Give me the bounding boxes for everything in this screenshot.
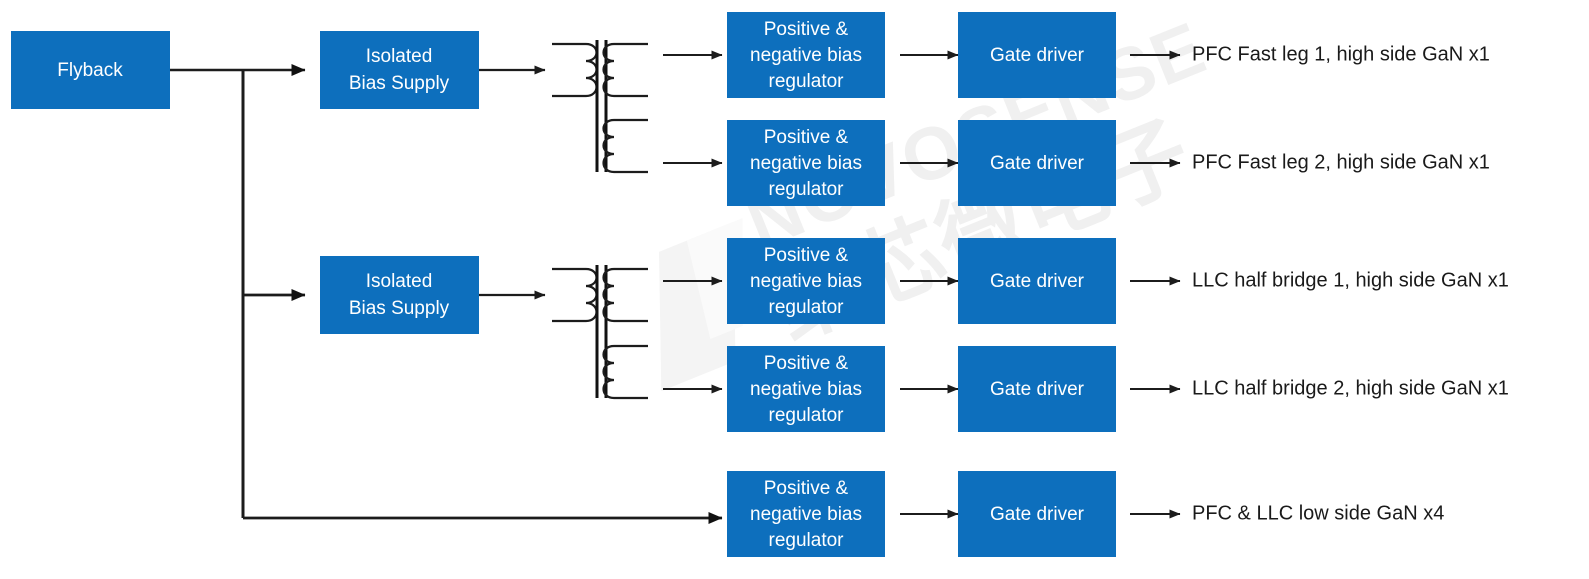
transformer-1-icon [552, 40, 648, 174]
block-gate-driver-4[interactable]: Gate driver [958, 346, 1116, 432]
block-gate-driver-1[interactable]: Gate driver [958, 12, 1116, 98]
block-gate-driver-1-label: Gate driver [990, 45, 1085, 66]
block-isolated-bias-supply-2-line1: Isolated [366, 271, 433, 292]
block-gate-driver-2[interactable]: Gate driver [958, 120, 1116, 206]
block-isolated-bias-supply-2-line2: Bias Supply [349, 298, 450, 319]
block-regulator-2[interactable]: Positive & negative bias regulator [727, 120, 885, 206]
block-flyback[interactable]: Flyback [11, 31, 170, 109]
block-regulator-1-line2: negative bias [750, 45, 862, 66]
row-4-group: Positive & negative bias regulator Gate … [727, 346, 1509, 432]
block-gate-driver-2-label: Gate driver [990, 153, 1085, 174]
row-1-group: Positive & negative bias regulator Gate … [727, 12, 1490, 98]
block-isolated-bias-supply-1-line2: Bias Supply [349, 73, 450, 94]
output-label-4: LLC half bridge 2, high side GaN x1 [1192, 377, 1509, 399]
block-regulator-2-line1: Positive & [764, 127, 849, 148]
block-isolated-bias-supply-1[interactable]: Isolated Bias Supply [320, 31, 479, 109]
row-2-group: Positive & negative bias regulator Gate … [727, 120, 1490, 206]
block-regulator-3-line2: negative bias [750, 271, 862, 292]
block-gate-driver-5[interactable]: Gate driver [958, 471, 1116, 557]
block-gate-driver-3-label: Gate driver [990, 271, 1085, 292]
block-regulator-5-line2: negative bias [750, 504, 862, 525]
transformer-2-icon [552, 265, 648, 400]
block-flyback-label: Flyback [57, 60, 123, 81]
block-isolated-bias-supply-1-line1: Isolated [366, 46, 433, 67]
block-regulator-4-line1: Positive & [764, 353, 849, 374]
block-regulator-1[interactable]: Positive & negative bias regulator [727, 12, 885, 98]
block-gate-driver-4-label: Gate driver [990, 379, 1085, 400]
block-regulator-4[interactable]: Positive & negative bias regulator [727, 346, 885, 432]
block-regulator-5-line3: regulator [769, 530, 845, 551]
row-5-group: Positive & negative bias regulator Gate … [727, 471, 1444, 557]
block-regulator-2-line3: regulator [769, 179, 845, 200]
block-gate-driver-3[interactable]: Gate driver [958, 238, 1116, 324]
output-label-1: PFC Fast leg 1, high side GaN x1 [1192, 43, 1490, 65]
block-isolated-bias-supply-2[interactable]: Isolated Bias Supply [320, 256, 479, 334]
block-regulator-5[interactable]: Positive & negative bias regulator [727, 471, 885, 557]
block-regulator-3[interactable]: Positive & negative bias regulator [727, 238, 885, 324]
block-gate-driver-5-label: Gate driver [990, 504, 1085, 525]
output-label-2: PFC Fast leg 2, high side GaN x1 [1192, 151, 1490, 173]
wiring-group [170, 50, 1181, 524]
block-regulator-3-line1: Positive & [764, 245, 849, 266]
block-regulator-4-line3: regulator [769, 405, 845, 426]
block-regulator-1-line3: regulator [769, 71, 845, 92]
watermark-group: NOVOSENSE 纳芯微电子 [658, 6, 1217, 392]
block-regulator-2-line2: negative bias [750, 153, 862, 174]
block-regulator-1-line1: Positive & [764, 19, 849, 40]
row-3-group: Positive & negative bias regulator Gate … [727, 238, 1509, 324]
output-label-5: PFC & LLC low side GaN x4 [1192, 502, 1444, 524]
block-regulator-3-line3: regulator [769, 297, 845, 318]
block-regulator-5-line1: Positive & [764, 478, 849, 499]
output-label-3: LLC half bridge 1, high side GaN x1 [1192, 269, 1509, 291]
block-regulator-4-line2: negative bias [750, 379, 862, 400]
